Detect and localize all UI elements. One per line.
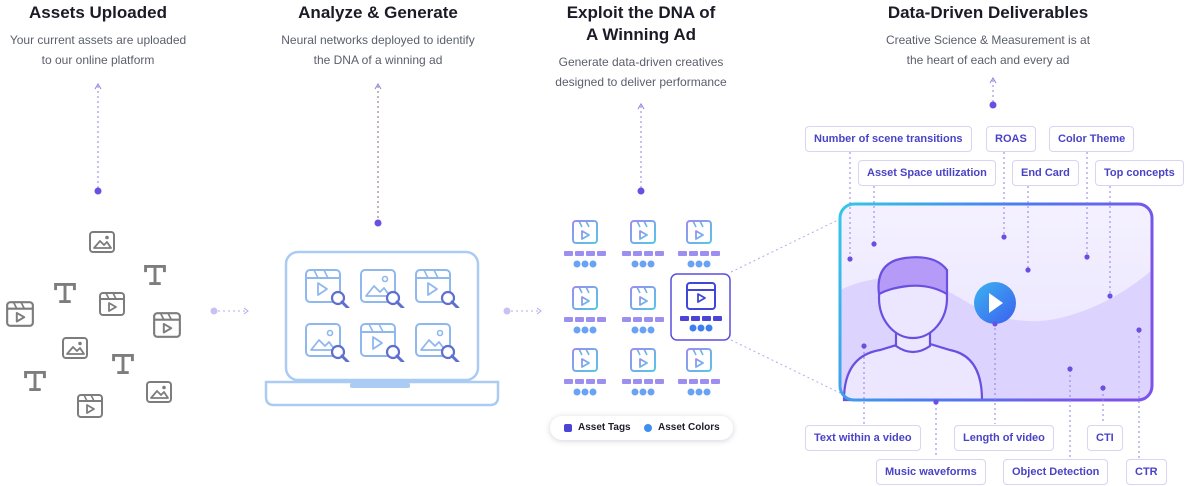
asset-legend: Asset Tags Asset Colors — [550, 416, 733, 440]
exploit-dna-title-line-1: Exploit the DNA of — [566, 3, 716, 22]
text-asset-icon — [24, 370, 46, 392]
column-4-connector — [989, 77, 997, 109]
tag-top-concepts: Top concepts — [1095, 160, 1184, 186]
asset-colors-swatch — [644, 424, 652, 432]
analyze-generate-subtitle-line-2: the DNA of a winning ad — [313, 53, 443, 67]
tag-color-theme: Color Theme — [1049, 126, 1135, 152]
assets-uploaded-title: Assets Uploaded — [29, 3, 167, 22]
text-asset-icon — [112, 353, 134, 375]
image-asset-icon — [62, 337, 88, 359]
creative-video-icon — [572, 220, 598, 244]
play-icon — [974, 282, 1016, 327]
deliverables-title: Data-Driven Deliverables — [887, 3, 1089, 22]
exploit-dna-subtitle-line-2: designed to deliver performance — [555, 75, 727, 89]
deliverables-subtitle-line-2: the heart of each and every ad — [906, 53, 1070, 67]
text-asset-icon — [54, 282, 76, 304]
exploit-dna-title-line-2: A Winning Ad — [585, 25, 696, 44]
text-asset-icon — [144, 264, 166, 286]
arrow-1-to-2 — [210, 307, 249, 315]
tag-asset-space: Asset Space utilization — [858, 160, 996, 186]
tag-end-card: End Card — [1012, 160, 1079, 186]
image-asset-icon — [146, 381, 172, 403]
column-2-connector — [374, 83, 382, 227]
creative-video-icon — [630, 286, 656, 310]
arrow-2-to-3 — [503, 307, 542, 315]
creative-video-icon — [686, 220, 712, 244]
column-1-connector — [94, 83, 102, 195]
asset-tags-label: Asset Tags — [578, 422, 631, 433]
asset-colors-label: Asset Colors — [658, 422, 720, 433]
tag-length-of-video: Length of video — [954, 425, 1054, 451]
creative-video-icon — [572, 286, 598, 310]
deliverables-subtitle-line-1: Creative Science & Measurement is at — [885, 33, 1091, 47]
column-3-connector — [637, 103, 645, 195]
video-asset-icon — [153, 312, 181, 338]
assets-uploaded-subtitle-line-1: Your current assets are uploaded — [9, 33, 187, 47]
exploit-dna-subtitle-line-1: Generate data-driven creatives — [558, 55, 724, 69]
creative-video-icon — [630, 220, 656, 244]
creative-video-icon — [630, 348, 656, 372]
image-asset-icon — [89, 231, 115, 253]
tag-ctr: CTR — [1126, 459, 1167, 485]
person-icon — [842, 256, 984, 402]
video-asset-icon — [6, 301, 34, 327]
creative-video-icon — [572, 348, 598, 372]
tag-text-within-video: Text within a video — [805, 425, 921, 451]
selected-creative-card — [670, 273, 731, 341]
analyze-generate-subtitle-line-1: Neural networks deployed to identify — [281, 33, 475, 47]
uploaded-assets — [6, 231, 181, 418]
creative-grid — [564, 218, 841, 396]
tag-cti: CTI — [1087, 425, 1123, 451]
deliverable-video-frame — [838, 152, 1154, 458]
creative-video-icon — [686, 348, 712, 372]
tag-music-waveforms: Music waveforms — [876, 459, 986, 485]
video-asset-icon — [99, 292, 125, 316]
tag-object-detection: Object Detection — [1003, 459, 1109, 485]
laptop-illustration — [264, 250, 500, 407]
video-asset-icon — [77, 394, 103, 418]
analyze-generate-title: Analyze & Generate — [298, 3, 458, 22]
asset-tags-swatch — [564, 424, 572, 432]
assets-uploaded-subtitle-line-2: to our online platform — [41, 53, 155, 67]
tag-scene-transitions: Number of scene transitions — [805, 126, 972, 152]
tag-roas: ROAS — [986, 126, 1036, 152]
